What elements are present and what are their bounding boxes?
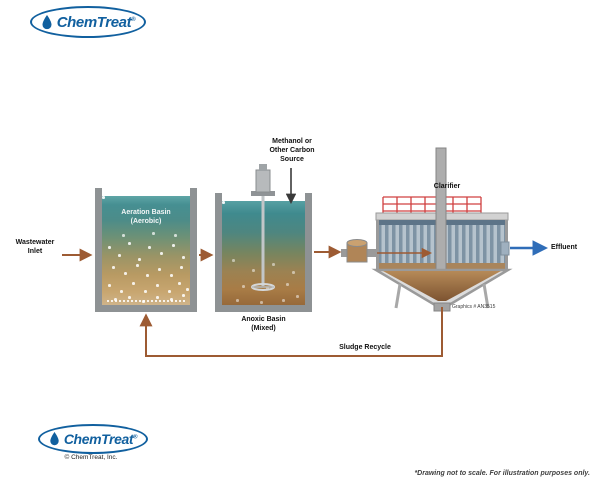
brand-name: ChemTreat (63, 431, 134, 447)
copyright-text: © ChemTreat, Inc. (64, 454, 118, 461)
chemtreat-footer-logo: ChemTreat® (38, 424, 148, 454)
chemtreat-logo: ChemTreat® (30, 6, 146, 38)
effluent-label: Effluent (551, 244, 578, 251)
aeration-bubbles (102, 196, 105, 199)
clarifier-graphic (341, 147, 513, 312)
graphics-number: Graphics # AN3515 (452, 304, 496, 310)
clarifier-label: Clarifier (433, 183, 461, 190)
brand-wordmark: ChemTreat® (57, 14, 136, 31)
wastewater-inlet-label: Wastewater Inlet (15, 239, 55, 255)
brand-name: ChemTreat (56, 13, 132, 31)
water-drop-icon (42, 14, 52, 29)
water-drop-icon (50, 432, 59, 446)
aeration-diffuser (107, 300, 185, 302)
aeration-basin-label: Aeration Basin (Aerobic) (121, 209, 171, 226)
anoxic-basin-liquid (222, 201, 305, 305)
anoxic-basin-label: Anoxic Basin (Mixed) (241, 316, 286, 332)
aeration-basin-liquid: Aeration Basin (Aerobic) (102, 196, 190, 305)
sludge-recycle-label: Sludge Recycle (339, 344, 391, 351)
anoxic-bubbles (222, 201, 225, 204)
aeration-basin-tank: Aeration Basin (Aerobic) (95, 188, 197, 312)
anoxic-basin-tank (215, 193, 312, 312)
clarifier-rails (382, 196, 482, 213)
registered-mark: ® (131, 16, 136, 23)
disclaimer-footnote: *Drawing not to scale. For illustration … (414, 470, 590, 477)
carbon-source-label: Methanol or Other Carbon Source (269, 138, 315, 163)
registered-mark: ® (133, 434, 138, 441)
clarifier-feed-box (341, 239, 377, 263)
brand-wordmark: ChemTreat® (63, 431, 138, 447)
